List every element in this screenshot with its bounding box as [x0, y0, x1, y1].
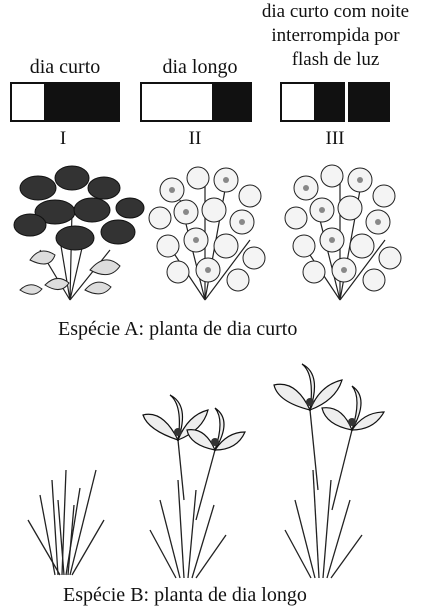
species-a-plant-II-vegetative: [149, 167, 265, 300]
species-a-plant-I-flowering: [14, 166, 144, 300]
species-b-plant-I-vegetative: [28, 470, 104, 575]
bar-III-light-segment: [282, 84, 314, 120]
species-b-plant-II-flowering: [143, 395, 245, 578]
caption-species-b: Espécie B: planta de dia longo: [63, 584, 307, 607]
bar-III-light-flash: [345, 82, 348, 122]
caption-species-a: Espécie A: planta de dia curto: [58, 318, 297, 341]
photoperiod-bar-II: [140, 82, 252, 122]
bar-II-light-segment: [142, 84, 212, 120]
photoperiod-bar-III: [280, 82, 390, 122]
bar-I-light-segment: [12, 84, 44, 120]
species-a-plant-III-vegetative: [285, 165, 401, 300]
species-b-plant-III-flowering: [274, 364, 384, 578]
photoperiod-bar-I: [10, 82, 120, 122]
